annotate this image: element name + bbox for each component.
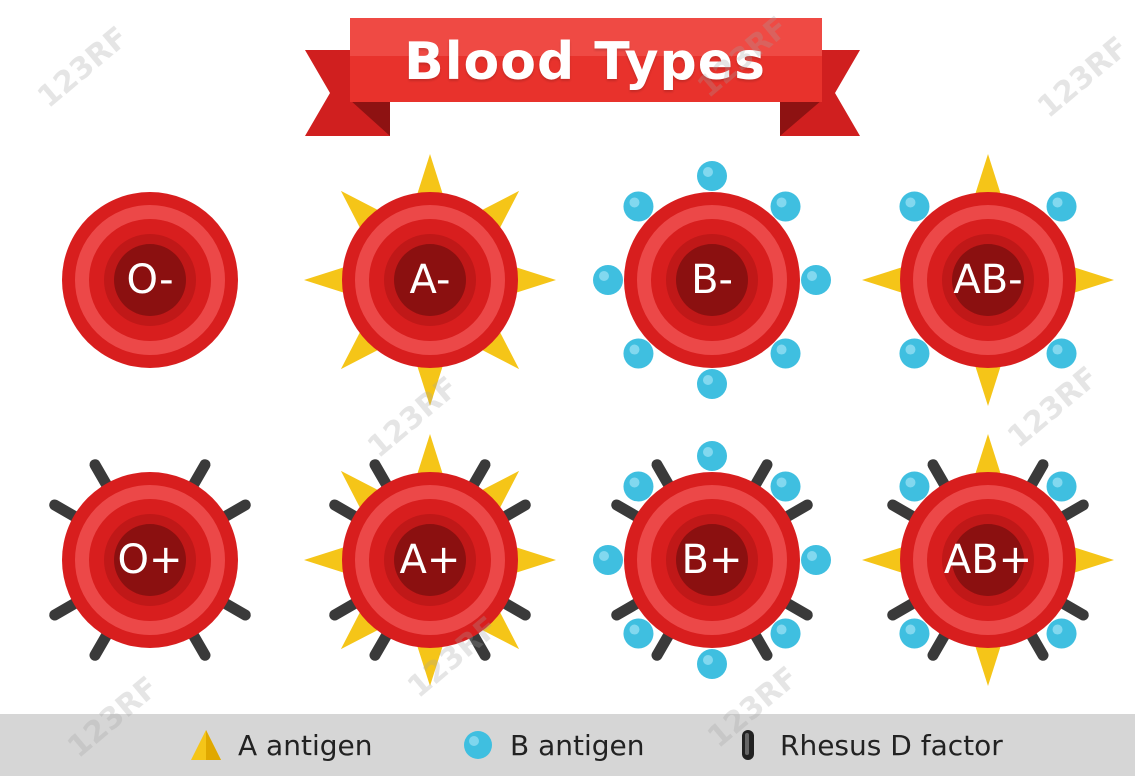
b-antigen-highlight bbox=[777, 345, 787, 355]
b-antigen-highlight bbox=[703, 447, 713, 457]
b-antigen-marker bbox=[593, 265, 623, 295]
b-antigen-highlight bbox=[703, 375, 713, 385]
b-antigen-marker bbox=[623, 191, 653, 221]
a-antigen-icon bbox=[188, 727, 224, 763]
b-antigen-highlight bbox=[777, 197, 787, 207]
b-antigen-marker bbox=[899, 191, 929, 221]
b-antigen-highlight bbox=[905, 477, 915, 487]
blood-type-label: AB- bbox=[928, 255, 1048, 305]
blood-type-label: AB+ bbox=[928, 535, 1048, 585]
b-antigen-marker bbox=[801, 545, 831, 575]
b-antigen-highlight bbox=[629, 477, 639, 487]
b-antigen-highlight bbox=[905, 345, 915, 355]
blood-type-label: A- bbox=[370, 255, 490, 305]
b-antigen-highlight bbox=[629, 345, 639, 355]
legend: A antigen B antigen Rhesus D factor bbox=[0, 714, 1135, 776]
legend-item-b-antigen: B antigen bbox=[460, 714, 645, 776]
b-antigen-highlight bbox=[807, 551, 817, 561]
b-antigen-marker bbox=[899, 619, 929, 649]
b-antigen-highlight bbox=[1053, 197, 1063, 207]
b-antigen-highlight bbox=[599, 271, 609, 281]
b-antigen-marker bbox=[771, 471, 801, 501]
b-antigen-highlight bbox=[1053, 625, 1063, 635]
b-antigen-highlight bbox=[807, 271, 817, 281]
b-antigen-highlight bbox=[629, 197, 639, 207]
b-antigen-marker bbox=[593, 545, 623, 575]
b-antigen-marker bbox=[623, 619, 653, 649]
rhesus-factor-icon bbox=[730, 727, 766, 763]
b-antigen-highlight bbox=[629, 625, 639, 635]
b-antigen-marker bbox=[1047, 339, 1077, 369]
b-antigen-marker bbox=[697, 369, 727, 399]
blood-type-label: O+ bbox=[90, 535, 210, 585]
blood-type-label: B+ bbox=[652, 535, 772, 585]
b-antigen-highlight bbox=[905, 197, 915, 207]
b-antigen-marker bbox=[697, 441, 727, 471]
b-antigen-highlight bbox=[599, 551, 609, 561]
blood-type-label: O- bbox=[90, 255, 210, 305]
cells-area bbox=[0, 0, 1135, 714]
legend-label-rhesus-factor: Rhesus D factor bbox=[780, 729, 1003, 762]
blood-type-label: B- bbox=[652, 255, 772, 305]
legend-label-b-antigen: B antigen bbox=[510, 729, 645, 762]
blood-type-label: A+ bbox=[370, 535, 490, 585]
b-antigen-marker bbox=[801, 265, 831, 295]
b-antigen-marker bbox=[623, 471, 653, 501]
b-antigen-marker bbox=[1047, 191, 1077, 221]
b-antigen-highlight bbox=[703, 167, 713, 177]
b-antigen-highlight bbox=[905, 625, 915, 635]
b-antigen-highlight bbox=[777, 477, 787, 487]
b-antigen-marker bbox=[771, 619, 801, 649]
b-antigen-marker bbox=[771, 339, 801, 369]
b-antigen-marker bbox=[697, 161, 727, 191]
b-antigen-marker bbox=[899, 339, 929, 369]
b-antigen-highlight bbox=[1053, 345, 1063, 355]
b-antigen-marker bbox=[623, 339, 653, 369]
b-antigen-icon bbox=[460, 727, 496, 763]
b-antigen-marker bbox=[899, 471, 929, 501]
b-antigen-highlight bbox=[1053, 477, 1063, 487]
legend-label-a-antigen: A antigen bbox=[238, 729, 372, 762]
legend-item-rhesus-factor: Rhesus D factor bbox=[730, 714, 1003, 776]
b-antigen-highlight bbox=[777, 625, 787, 635]
b-antigen-marker bbox=[1047, 471, 1077, 501]
legend-item-a-antigen: A antigen bbox=[188, 714, 372, 776]
b-antigen-marker bbox=[697, 649, 727, 679]
b-antigen-marker bbox=[1047, 619, 1077, 649]
b-antigen-marker bbox=[771, 191, 801, 221]
b-antigen-highlight bbox=[703, 655, 713, 665]
